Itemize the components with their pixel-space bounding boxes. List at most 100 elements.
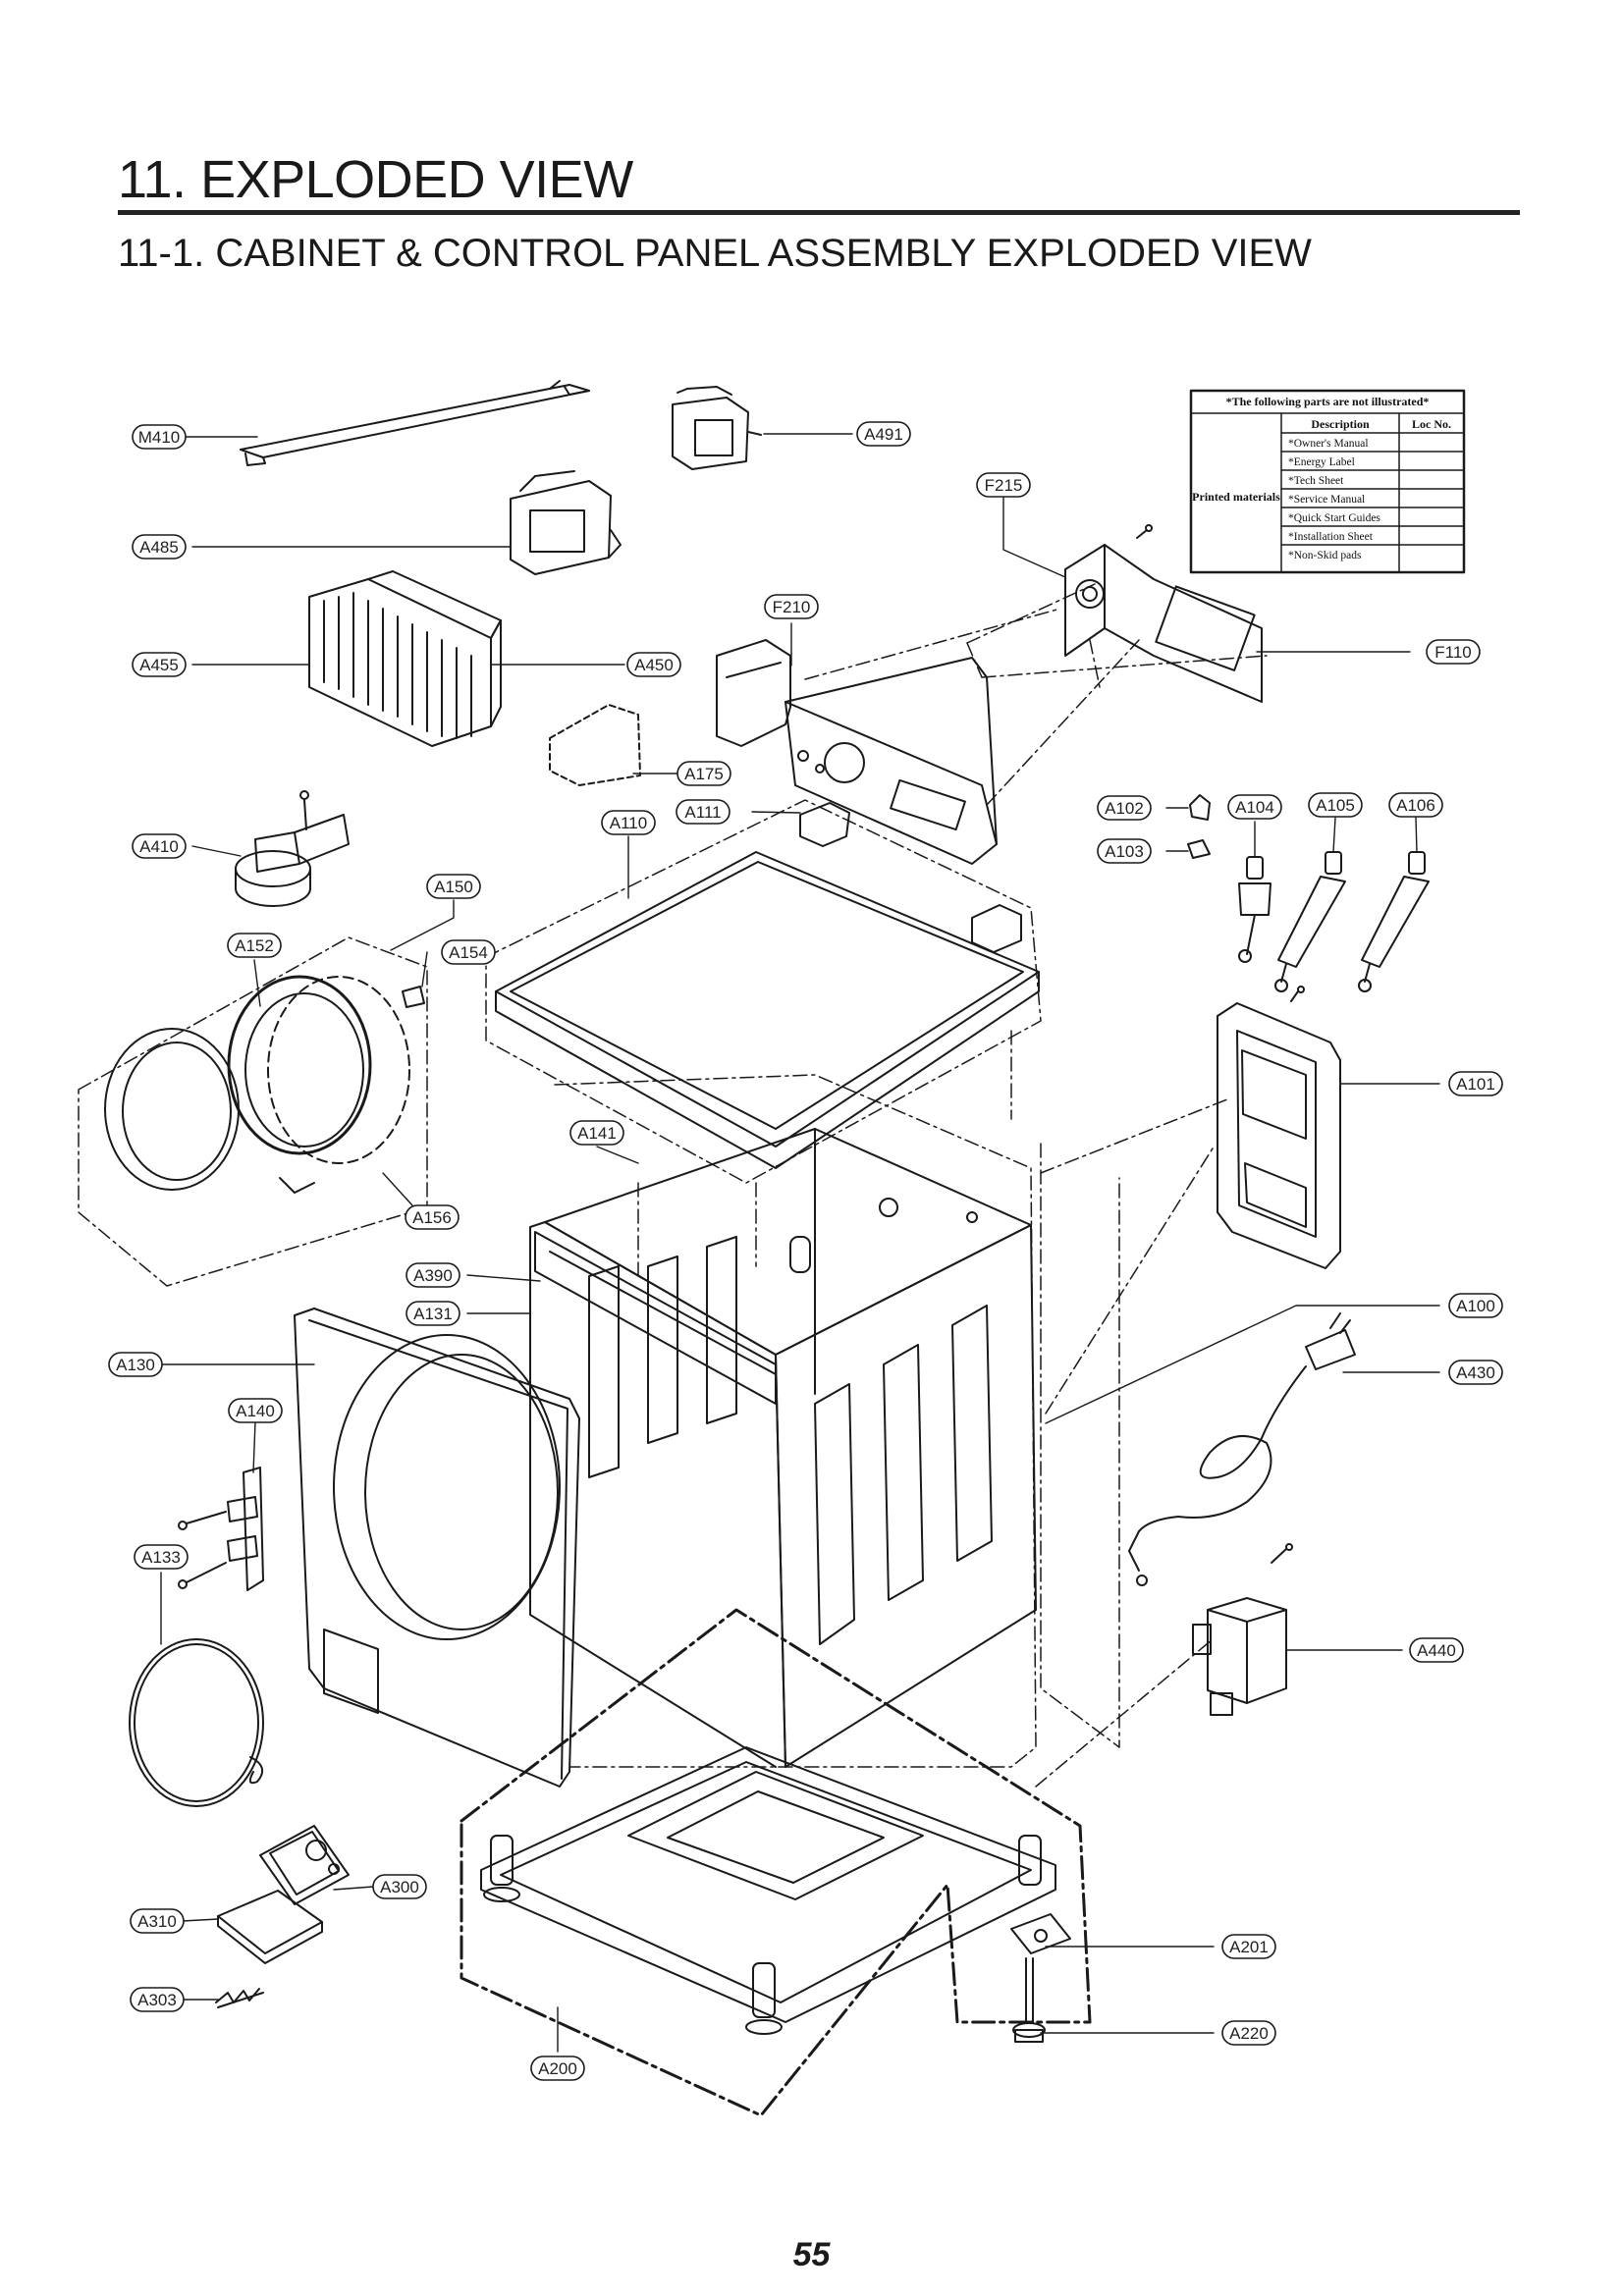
callout-a150: A150 (426, 874, 481, 899)
callout-bubble (405, 1204, 460, 1230)
callout-bubble (132, 534, 187, 560)
part-a110-top-cover (495, 851, 1040, 1169)
callout-a100: A100 (1448, 1293, 1503, 1318)
callout-bubble (856, 421, 911, 447)
callout-a175: A175 (676, 761, 731, 786)
table-col-loc: Loc No. (1412, 417, 1451, 431)
callout-label: A430 (1456, 1363, 1495, 1382)
callout-a133: A133 (134, 1544, 189, 1570)
part-a100-cabinet (529, 1128, 1037, 1768)
callout-bubble (1426, 639, 1481, 665)
part-a455-housing (308, 570, 502, 747)
callout-label: F215 (985, 476, 1023, 495)
callout-bubble (1221, 2020, 1276, 2046)
callout-a101: A101 (1448, 1071, 1503, 1096)
callout-a430: A430 (1448, 1360, 1503, 1385)
callout-label: A101 (1456, 1075, 1495, 1094)
callout-bubble (426, 874, 481, 899)
callout-label: A102 (1105, 799, 1144, 818)
callout-label: A485 (139, 538, 179, 557)
page-number: 55 (792, 2236, 831, 2273)
callout-bubble (130, 1908, 185, 1934)
callout-label: A450 (634, 656, 674, 674)
callout-a300: A300 (372, 1874, 427, 1899)
callout-a440: A440 (1409, 1637, 1464, 1663)
part-a106-damper (1358, 851, 1430, 992)
callout-bubble (228, 1398, 283, 1423)
callout-a104: A104 (1227, 794, 1282, 820)
callout-a491: A491 (856, 421, 911, 447)
callout-a103: A103 (1097, 838, 1152, 864)
callout-bubble (1097, 838, 1152, 864)
callout-label: A133 (141, 1548, 181, 1567)
callout-a450: A450 (626, 652, 681, 677)
part-a101-rear-panel (1217, 986, 1341, 1269)
not-illustrated-table-text: *The following parts are not illustrated… (1192, 395, 1451, 561)
callout-a485: A485 (132, 534, 187, 560)
callout-label: F210 (773, 598, 811, 616)
callout-label: A105 (1316, 796, 1355, 815)
callout-a303: A303 (130, 1987, 185, 2012)
callout-label: A201 (1229, 1938, 1269, 1956)
callout-bubble (132, 652, 187, 677)
part-a410-pump (235, 790, 350, 907)
callout-bubble (406, 1262, 460, 1288)
callout-m410: M410 (132, 424, 187, 450)
callout-a130: A130 (108, 1352, 163, 1377)
callout-a140: A140 (228, 1398, 283, 1423)
callout-bubble (1448, 1071, 1503, 1096)
part-a104-damper (1238, 856, 1271, 963)
callout-label: A110 (610, 814, 647, 832)
callout-a106: A106 (1388, 792, 1443, 818)
callout-a110: A110 (601, 810, 656, 835)
part-a300-service-cover (259, 1825, 350, 1905)
callout-f210: F210 (764, 594, 819, 619)
callout-label: A220 (1229, 2024, 1269, 2043)
callout-label: A103 (1105, 842, 1144, 861)
callout-bubble (569, 1120, 624, 1146)
table-row: *Installation Sheet (1288, 531, 1374, 543)
callout-bubble (227, 933, 282, 958)
callout-a141: A141 (569, 1120, 624, 1146)
callout-label: A131 (413, 1305, 453, 1323)
callout-a310: A310 (130, 1908, 185, 1934)
table-row: *Quick Start Guides (1288, 512, 1380, 524)
callout-label: A106 (1396, 796, 1435, 815)
part-f210-control-panel (716, 639, 998, 865)
part-a154-latch (402, 986, 425, 1008)
callout-a156: A156 (405, 1204, 460, 1230)
callout-label: A141 (577, 1124, 617, 1143)
part-a303-spring (215, 1988, 264, 2008)
callout-bubble (530, 2056, 585, 2081)
callout-label: A140 (236, 1402, 275, 1420)
callout-bubble (1308, 792, 1363, 818)
title-rule (118, 210, 1520, 215)
part-a130-front-panel (294, 1308, 580, 1788)
callout-bubble (676, 799, 730, 825)
part-a152-door-ring (104, 975, 410, 1194)
callout-bubble (1221, 1934, 1276, 1959)
callout-label: A111 (684, 803, 721, 822)
callout-label: A100 (1456, 1297, 1495, 1315)
part-a440-noise-filter (1192, 1543, 1293, 1716)
table-row: *Non-Skid pads (1288, 550, 1362, 561)
callout-bubble (132, 833, 187, 859)
callout-a102: A102 (1097, 795, 1152, 821)
part-a485-module (510, 470, 622, 575)
callout-f215: F215 (976, 472, 1031, 498)
callout-bubble (676, 761, 731, 786)
callout-bubble (1448, 1293, 1503, 1318)
callout-label: A200 (538, 2059, 577, 2078)
part-a201-bracket (1010, 1913, 1071, 1954)
callout-bubble (130, 1987, 185, 2012)
not-illustrated-table (1189, 389, 1466, 574)
callout-label: A390 (413, 1266, 453, 1285)
part-m410-bracket (240, 380, 590, 466)
part-a175-pad (549, 704, 641, 786)
section-title: 11. EXPLODED VIEW (118, 150, 633, 209)
callout-a200: A200 (530, 2056, 585, 2081)
subsection-title: 11-1. CABINET & CONTROL PANEL ASSEMBLY E… (118, 232, 1312, 275)
callout-label: A303 (137, 1991, 177, 2009)
table-row: *Owner's Manual (1288, 438, 1369, 450)
callout-bubble (441, 939, 496, 965)
